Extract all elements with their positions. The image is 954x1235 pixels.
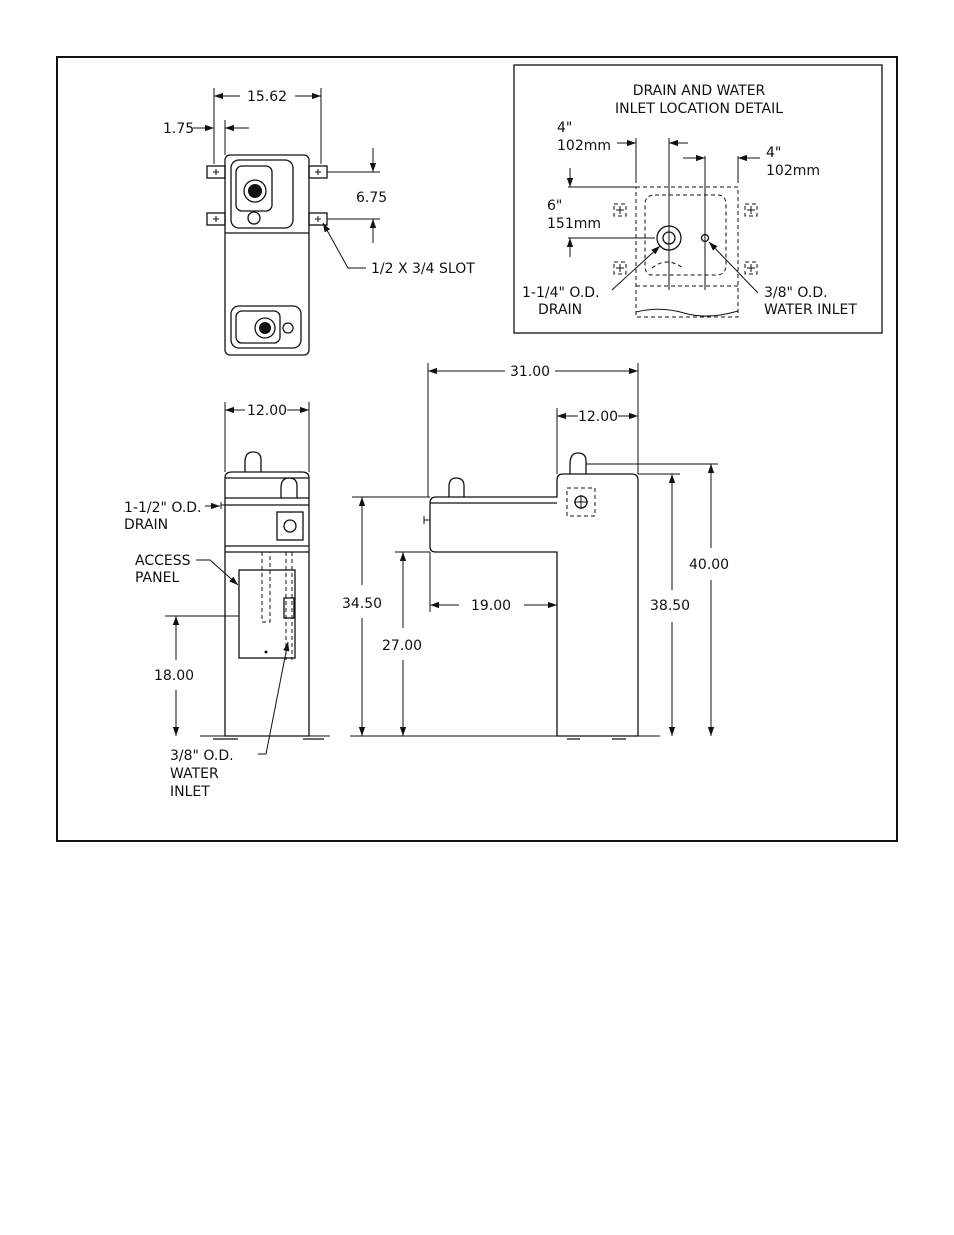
slot-spacing-dimension: 6.75: [356, 190, 387, 206]
overall-height-dimension: 40.00: [689, 557, 729, 573]
detail-basin-outline: [644, 194, 727, 276]
detail-drain-label-line1: 1-1/4" O.D.: [522, 285, 600, 301]
detail-box: [513, 64, 883, 334]
side-junction-box: [276, 511, 304, 541]
detail-drain-leader: [611, 245, 661, 291]
detail-inlet-leader: [708, 241, 759, 294]
top-view-body: [224, 154, 310, 356]
detail-right-offset-mm: 102mm: [766, 163, 820, 179]
detail-right-offset-in: 4": [766, 145, 781, 161]
side-drain-label-line2: DRAIN: [124, 517, 168, 533]
drawing-frame: [56, 56, 898, 842]
detail-bracket-marks: [613, 203, 758, 275]
top-view: 15.62 1.75 6.75 1/2 X 3/4 SLOT: [163, 88, 475, 356]
lower-bubbler-icon: [259, 322, 271, 334]
front-junction-box: [566, 487, 596, 517]
access-panel-label-line1: ACCESS: [135, 553, 191, 569]
front-low-bubbler: [448, 477, 465, 497]
detail-inlet-label-line1: 3/8" O.D.: [764, 285, 828, 301]
access-panel: [238, 569, 296, 659]
top-edge-offset-dimension: 1.75: [163, 121, 194, 137]
knee-height-dimension: 27.00: [382, 638, 422, 654]
high-rim-height-dimension: 38.50: [650, 598, 690, 614]
side-inlet-label-line1: 3/8" O.D.: [170, 748, 234, 764]
hidden-drain-pipe: [261, 552, 271, 623]
slot-leader: [322, 222, 366, 269]
side-upper-bubbler: [244, 451, 262, 472]
panel-height-dimension: 18.00: [154, 668, 194, 684]
front-overall-width-dimension: 31.00: [510, 364, 550, 380]
low-rim-height-dimension: 34.50: [342, 596, 382, 612]
detail-vertical-offset-mm: 151mm: [547, 216, 601, 232]
side-inlet-leader: [258, 641, 290, 755]
access-panel-leader: [196, 559, 239, 586]
access-panel-label-line2: PANEL: [135, 570, 179, 586]
front-view-body: [429, 473, 639, 737]
top-width-dimension: 15.62: [247, 89, 287, 105]
detail-left-offset-mm: 102mm: [557, 138, 611, 154]
detail-left-offset-in: 4": [557, 120, 572, 136]
detail-drain-label-line2: DRAIN: [538, 302, 582, 318]
detail-title-line1: DRAIN AND WATER: [633, 83, 766, 99]
detail-unit-outline: [635, 186, 739, 318]
front-high-bubbler: [569, 452, 587, 474]
hidden-inlet-pipe: [285, 552, 293, 660]
lower-basin: [230, 305, 302, 349]
side-drain-label-line1: 1-1/2" O.D.: [124, 500, 202, 516]
slot-label: 1/2 X 3/4 SLOT: [371, 261, 475, 277]
side-lower-bubbler: [280, 477, 298, 498]
side-inlet-label-line2: WATER: [170, 766, 219, 782]
upper-bubbler-icon: [248, 184, 262, 198]
side-view: 12.00 1-1/2" O.D. DRAIN ACCESS PANEL 18.…: [124, 402, 330, 800]
upper-basin: [230, 159, 294, 229]
front-upper-width-dimension: 12.00: [578, 409, 618, 425]
side-width-dimension: 12.00: [247, 403, 287, 419]
front-view: 31.00 12.00 19.00 34.50 27.00 38.50 40.0…: [342, 363, 729, 740]
detail-vertical-offset-in: 6": [547, 198, 562, 214]
knee-depth-dimension: 19.00: [471, 598, 511, 614]
drain-inlet-detail: DRAIN AND WATER INLET LOCATION DETAIL: [513, 64, 883, 334]
detail-title-line2: INLET LOCATION DETAIL: [615, 101, 783, 117]
detail-inlet-label-line2: WATER INLET: [764, 302, 857, 318]
side-inlet-label-line3: INLET: [170, 784, 210, 800]
